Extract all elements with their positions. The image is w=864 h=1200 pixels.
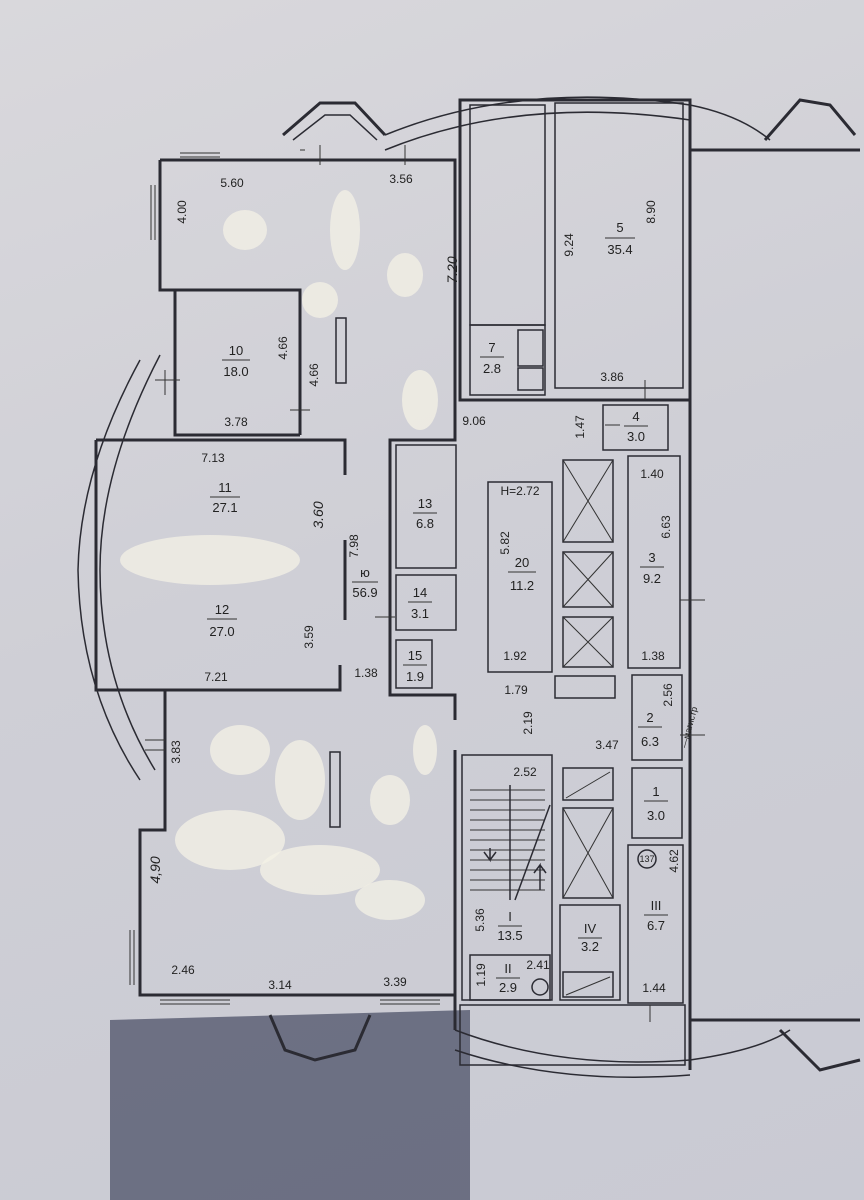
room-15-area: 1.9 bbox=[406, 669, 424, 684]
room-12-area: 27.0 bbox=[209, 624, 234, 639]
dim-label: 7.98 bbox=[347, 534, 361, 558]
dim-label: 7.13 bbox=[201, 451, 225, 465]
room-4-number: 4 bbox=[632, 409, 639, 424]
dim-label: 3.78 bbox=[224, 415, 248, 429]
dim-label: 2.46 bbox=[171, 963, 195, 977]
drain-circle bbox=[531, 978, 549, 996]
dim-label: 4.62 bbox=[667, 849, 681, 873]
dimension-labels: 5.60 3.56 4.00 7.20 9.24 8.90 3.86 4.66 … bbox=[169, 172, 681, 995]
room-II-area: 2.9 bbox=[499, 980, 517, 995]
dim-label: 8.90 bbox=[644, 200, 658, 224]
dim-label: 3.60 bbox=[310, 501, 326, 528]
room-2-area: 6.3 bbox=[641, 734, 659, 749]
room-III-area: 6.7 bbox=[647, 918, 665, 933]
room-12-number: 12 bbox=[215, 602, 229, 617]
dim-label: 1.19 bbox=[474, 963, 488, 987]
room-20-number: 20 bbox=[515, 555, 529, 570]
dim-label: 3.83 bbox=[169, 740, 183, 764]
dim-label: 1.47 bbox=[573, 415, 587, 439]
photo-shadow bbox=[110, 1010, 470, 1200]
dim-label: 4.66 bbox=[307, 363, 321, 387]
stamp-circle bbox=[637, 849, 657, 869]
dim-label: 2.41 bbox=[526, 958, 550, 972]
room-14-area: 3.1 bbox=[411, 606, 429, 621]
room-7-area: 2.8 bbox=[483, 361, 501, 376]
room-1-area: 3.0 bbox=[647, 808, 665, 823]
staircase bbox=[470, 785, 551, 901]
stamp-number: 137 bbox=[639, 854, 654, 864]
room-10-number: 10 bbox=[229, 343, 243, 358]
room-I-area: 13.5 bbox=[497, 928, 522, 943]
outer-walls bbox=[77, 96, 861, 1078]
elevator-shafts bbox=[562, 459, 614, 998]
dim-label: 2.56 bbox=[661, 683, 675, 707]
room-hall-area: 56.9 bbox=[352, 585, 377, 600]
room-I-number: I bbox=[508, 909, 512, 924]
service-core bbox=[458, 98, 860, 1070]
room-2-number: 2 bbox=[646, 710, 653, 725]
room-II-number: II bbox=[504, 961, 511, 976]
dim-label: 3.39 bbox=[383, 975, 407, 989]
dim-label: 3.47 bbox=[595, 738, 619, 752]
room-4-area: 3.0 bbox=[627, 429, 645, 444]
dim-label: 3.56 bbox=[389, 172, 413, 186]
dim-label: 1.44 bbox=[642, 981, 666, 995]
room-labels: 5 35.4 7 2.8 4 3.0 10 18.0 11 27.1 12 27… bbox=[207, 220, 668, 995]
dim-label: 1.38 bbox=[354, 666, 378, 680]
dim-label: 5.60 bbox=[220, 176, 244, 190]
dim-label: 9.24 bbox=[562, 233, 576, 257]
room-14-number: 14 bbox=[413, 585, 427, 600]
handwritten-dimension: 4,90 bbox=[147, 856, 163, 883]
room-7-number: 7 bbox=[488, 340, 495, 355]
dim-label: 9.06 bbox=[462, 414, 486, 428]
room-III-number: III bbox=[651, 898, 662, 913]
paint-stains bbox=[120, 190, 438, 920]
dim-label: 1.79 bbox=[504, 683, 528, 697]
room-15-number: 15 bbox=[408, 648, 422, 663]
dim-label: 2.19 bbox=[521, 711, 535, 735]
room-5-area: 35.4 bbox=[607, 242, 632, 257]
dim-label: 7.20 bbox=[444, 256, 460, 283]
dim-label: 4.66 bbox=[276, 336, 290, 360]
room-3-number: 3 bbox=[648, 550, 655, 565]
dim-label: 2.52 bbox=[513, 765, 537, 779]
dim-label: 3.59 bbox=[302, 625, 316, 649]
apartment-walls bbox=[94, 158, 457, 1030]
room-IV-area: 3.2 bbox=[581, 939, 599, 954]
room-11-number: 11 bbox=[218, 480, 232, 495]
room-20-area: 11.2 bbox=[510, 578, 534, 593]
room-hall-number: ю bbox=[360, 565, 370, 580]
dim-label: 5.36 bbox=[473, 908, 487, 932]
room-10-area: 18.0 bbox=[223, 364, 248, 379]
dim-label: 5.82 bbox=[498, 531, 512, 555]
dim-label: 1.38 bbox=[641, 649, 665, 663]
room-13-area: 6.8 bbox=[416, 516, 434, 531]
dim-label: 7.21 bbox=[204, 670, 228, 684]
room-3-area: 9.2 bbox=[643, 571, 661, 586]
room-11-area: 27.1 bbox=[212, 500, 237, 515]
dim-label: 3.86 bbox=[600, 370, 624, 384]
dim-label: H=2.72 bbox=[500, 484, 539, 498]
room-1-number: 1 bbox=[652, 784, 659, 799]
dim-label: 4.00 bbox=[175, 200, 189, 224]
dim-label: 1.40 bbox=[640, 467, 664, 481]
room-13-number: 13 bbox=[418, 496, 432, 511]
dim-label: 1.92 bbox=[503, 649, 527, 663]
dim-label: 3.14 bbox=[268, 978, 292, 992]
dim-label: 6.63 bbox=[659, 515, 673, 539]
room-IV-number: IV bbox=[584, 921, 597, 936]
room-5-number: 5 bbox=[616, 220, 623, 235]
window-marks bbox=[129, 145, 705, 1022]
